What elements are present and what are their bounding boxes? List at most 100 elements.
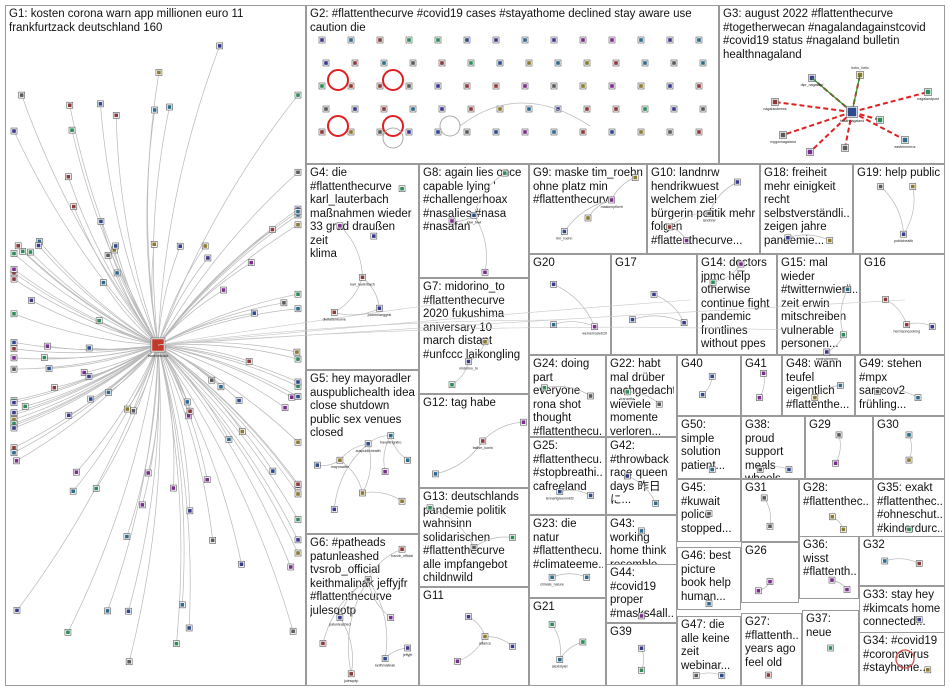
node-g5-5[interactable] (398, 497, 406, 505)
node-g36-0[interactable] (828, 576, 836, 584)
node-g1-52[interactable] (245, 358, 253, 365)
node-g2-4-3[interactable] (405, 128, 413, 136)
node-g1-59[interactable] (204, 254, 212, 262)
node-g3-1[interactable] (779, 131, 787, 139)
node-g32-1[interactable] (915, 560, 923, 567)
node-g24-0[interactable] (541, 384, 548, 392)
node-g1-115[interactable] (294, 438, 302, 446)
node-g4-4[interactable] (336, 222, 344, 230)
node-g1-46[interactable] (19, 248, 27, 255)
node-g1-113[interactable] (13, 457, 20, 465)
node-g45-0[interactable] (705, 510, 713, 517)
node-g12-1[interactable] (520, 418, 527, 426)
node-g7-2[interactable] (481, 338, 489, 346)
node-g1-95[interactable] (294, 168, 302, 176)
node-g1-13[interactable] (250, 309, 258, 317)
node-g1-61[interactable] (123, 533, 131, 540)
node-g1-49[interactable] (14, 242, 22, 250)
node-g1-15[interactable] (97, 218, 105, 225)
node-g1-69[interactable] (294, 355, 302, 363)
node-g1-63[interactable] (170, 484, 177, 492)
node-g2-2-8[interactable] (550, 82, 558, 90)
node-g29-1[interactable] (832, 459, 839, 467)
node-g2-2-1[interactable] (347, 82, 355, 90)
node-g1-87[interactable] (216, 42, 223, 50)
node-g1-82[interactable] (65, 173, 72, 181)
node-g2-3-6[interactable] (496, 105, 504, 113)
node-g1-19[interactable] (287, 563, 295, 571)
node-g1-96[interactable] (288, 393, 296, 401)
node-g1-26[interactable] (225, 436, 233, 443)
node-g1-32[interactable] (10, 449, 18, 457)
node-g41-0[interactable] (760, 369, 767, 377)
node-g15-1[interactable] (823, 348, 831, 356)
node-g13-2[interactable] (509, 534, 516, 541)
node-g2-0-13[interactable] (695, 36, 703, 44)
node-g1-108[interactable] (201, 242, 209, 250)
node-g5-8[interactable] (404, 456, 412, 464)
node-g1-22[interactable] (173, 640, 180, 647)
node-g2-3-5[interactable] (467, 105, 475, 113)
node-g2-2-5[interactable] (463, 82, 471, 90)
node-g1-65[interactable] (183, 398, 191, 406)
node-g8-0[interactable] (470, 212, 478, 219)
node-g11-2[interactable] (454, 657, 461, 665)
node-g2-0-1[interactable] (347, 36, 355, 44)
node-g1-100[interactable] (209, 537, 216, 544)
node-g23-1[interactable] (583, 573, 591, 581)
node-g2-1-9[interactable] (583, 59, 591, 67)
node-g2-1-5[interactable] (467, 59, 475, 67)
node-g2-1-7[interactable] (525, 59, 533, 67)
node-g5-7[interactable] (381, 468, 389, 475)
node-g5-2[interactable] (387, 432, 395, 439)
node-g1-78[interactable] (21, 403, 29, 410)
node-g1-105[interactable] (179, 601, 186, 609)
node-g6-1[interactable] (364, 576, 372, 583)
node-g2-1-10[interactable] (612, 59, 620, 67)
node-g2-4-6[interactable] (492, 128, 500, 136)
node-g1-5[interactable] (104, 607, 111, 615)
node-g1-90[interactable] (85, 373, 93, 380)
node-g10-3[interactable] (683, 237, 690, 244)
node-g7-0[interactable] (465, 358, 472, 365)
node-g12-0[interactable] (479, 437, 487, 445)
node-g2-3-8[interactable] (554, 105, 562, 113)
node-g8-2[interactable] (448, 217, 456, 225)
node-g1-98[interactable] (104, 252, 112, 259)
node-g1-107[interactable] (35, 242, 42, 249)
node-g47-1[interactable] (718, 672, 726, 679)
node-g1-57[interactable] (208, 376, 216, 384)
node-g2-2-3[interactable] (405, 82, 413, 90)
node-g1-79[interactable] (10, 265, 18, 273)
node-g2-1-3[interactable] (409, 59, 417, 67)
node-g21-0[interactable] (548, 621, 556, 628)
node-g1-30[interactable] (280, 299, 288, 307)
node-g5-3[interactable] (313, 461, 321, 469)
node-g1-39[interactable] (151, 106, 158, 114)
node-g15-2[interactable] (844, 286, 851, 293)
node-g1-75[interactable] (217, 383, 225, 391)
node-g41-1[interactable] (756, 394, 763, 402)
node-g1-41[interactable] (92, 485, 100, 492)
node-g39-0[interactable] (638, 644, 645, 652)
node-g2-2-0[interactable] (318, 82, 326, 90)
node-g17-1[interactable] (680, 319, 688, 326)
node-g6-7[interactable] (387, 614, 395, 621)
node-g1-103[interactable] (294, 378, 302, 386)
node-g1-119[interactable] (105, 389, 112, 396)
node-g1-99[interactable] (112, 242, 119, 250)
node-g1-116[interactable] (10, 399, 18, 406)
node-g1-72[interactable] (112, 111, 120, 119)
node-g2-0-0[interactable] (318, 36, 326, 44)
node-g2-4-9[interactable] (579, 128, 587, 136)
node-g2-4-4[interactable] (434, 128, 442, 136)
node-g2-1-8[interactable] (554, 59, 562, 67)
node-g1-101[interactable] (130, 407, 137, 415)
node-g36-1[interactable] (843, 586, 851, 593)
node-g1-92[interactable] (70, 203, 78, 210)
node-g37-0[interactable] (827, 644, 834, 652)
node-g2-1-12[interactable] (670, 59, 678, 67)
node-g5-4[interactable] (359, 489, 366, 497)
node-g13-1[interactable] (470, 544, 478, 551)
node-g31-1[interactable] (766, 522, 774, 530)
